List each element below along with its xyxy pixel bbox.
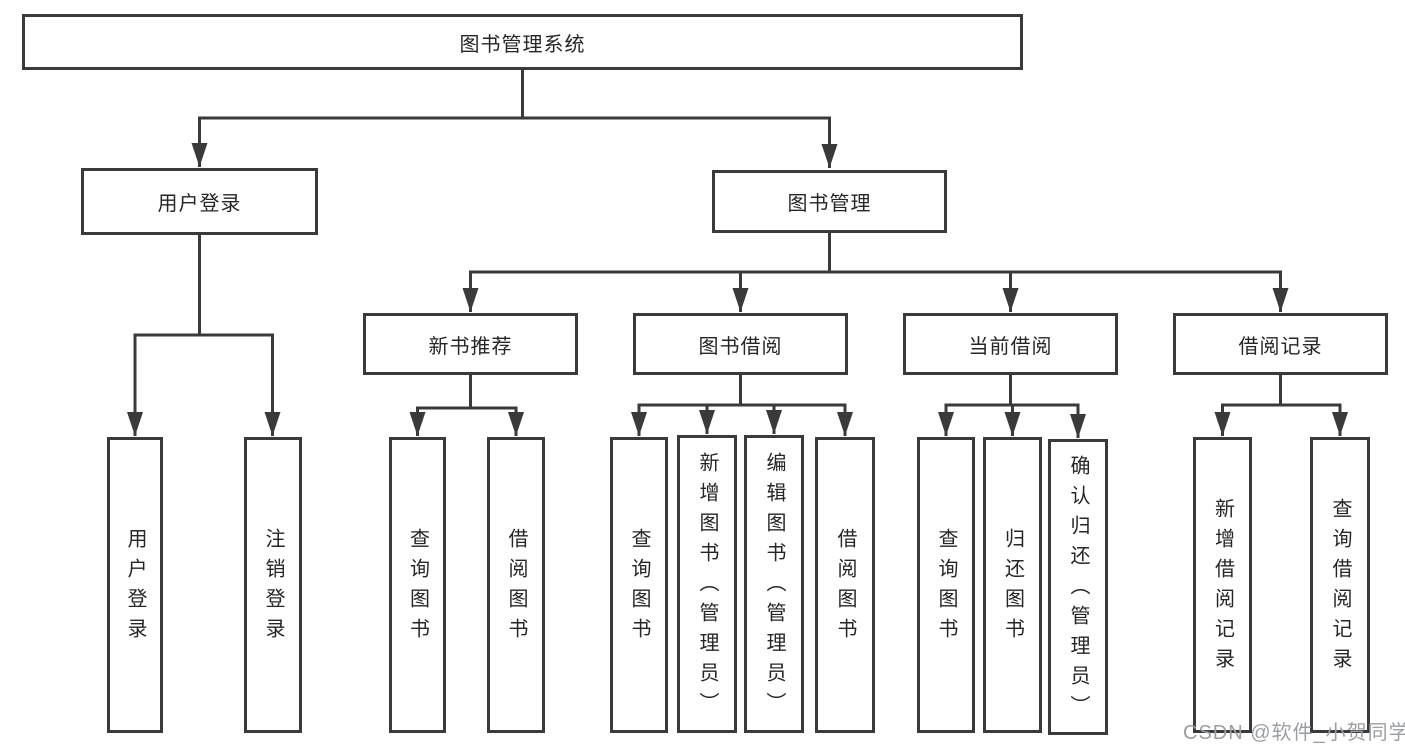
leaf-bb-add-books-admin: 新增图书（管理员） <box>677 435 737 733</box>
leaf-user-login: 用户登录 <box>107 437 163 733</box>
node-book-management: 图书管理 <box>712 170 947 233</box>
node-current-borrow: 当前借阅 <box>903 313 1118 375</box>
leaf-logout-login: 注销登录 <box>244 437 302 733</box>
node-user-login: 用户登录 <box>81 168 318 235</box>
leaf-nbr-borrow-books: 借阅图书 <box>487 437 545 733</box>
leaf-nbr-query-books: 查询图书 <box>389 437 446 733</box>
connector-user-login-to-leaves <box>127 234 281 436</box>
node-borrow-records: 借阅记录 <box>1173 313 1388 375</box>
leaf-br-add-record: 新增借阅记录 <box>1193 437 1252 733</box>
connector-root-to-level2 <box>191 69 838 168</box>
leaf-cb-confirm-return-admin: 确认归还（管理员） <box>1048 439 1108 735</box>
csdn-watermark: CSDN @软件_小贺同学 <box>1183 722 1405 744</box>
connector-current-borrow-to-leaves <box>938 374 1086 438</box>
node-book-borrow: 图书借阅 <box>633 313 848 375</box>
node-root: 图书管理系统 <box>22 14 1023 70</box>
leaf-br-query-record: 查询借阅记录 <box>1310 437 1370 733</box>
connector-book-borrow-to-leaves <box>631 374 853 436</box>
node-new-book-recommend: 新书推荐 <box>363 313 578 375</box>
leaf-bb-borrow-books: 借阅图书 <box>815 437 875 733</box>
connector-borrow-records-to-leaves <box>1214 374 1348 436</box>
leaf-cb-query-books: 查询图书 <box>917 437 975 733</box>
leaf-bb-edit-books-admin: 编辑图书（管理员） <box>744 435 804 733</box>
connector-book-mgmt-to-level3 <box>462 232 1289 312</box>
leaf-cb-return-books: 归还图书 <box>983 437 1042 733</box>
leaf-bb-query-books: 查询图书 <box>610 437 668 733</box>
connector-new-book-rec-to-leaves <box>409 374 524 436</box>
